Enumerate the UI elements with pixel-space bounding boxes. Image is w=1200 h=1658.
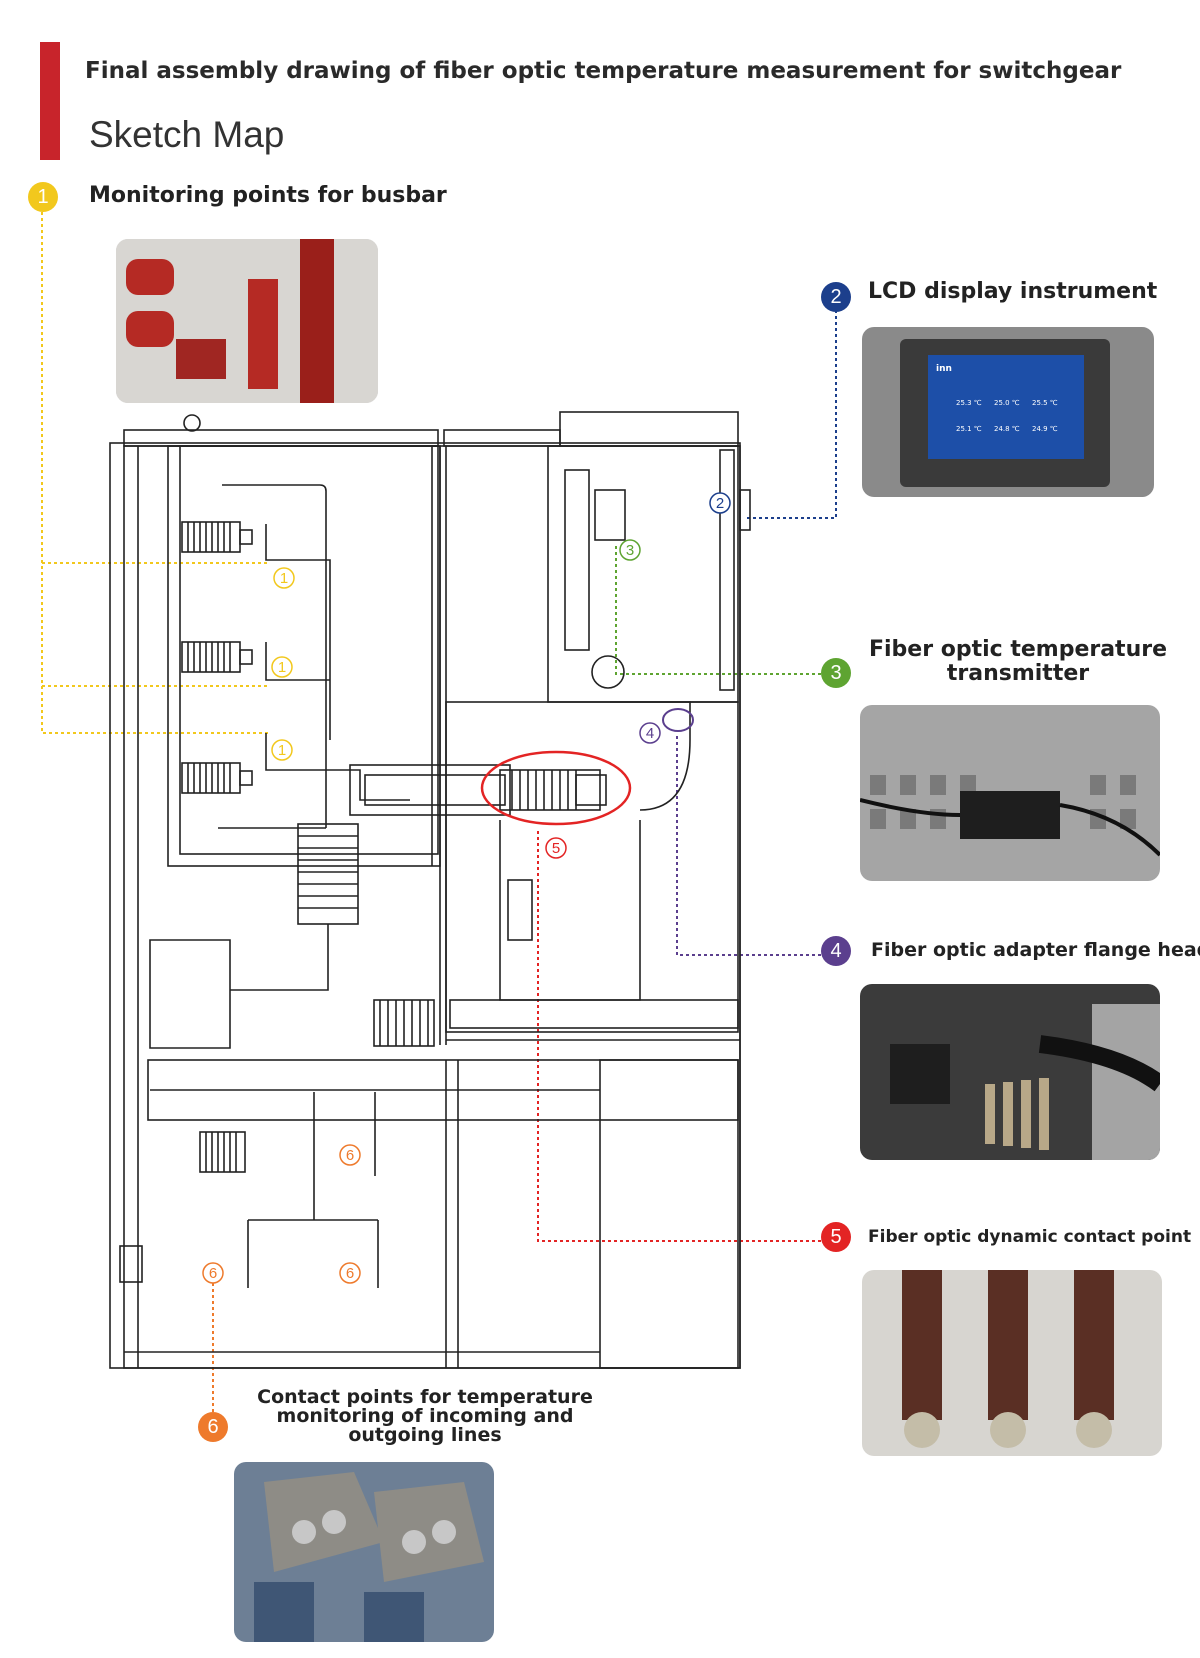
lcd-value-3: 25.5 ℃	[1032, 399, 1058, 407]
contact-arm	[349, 764, 607, 816]
busbar-phase-c	[265, 733, 410, 801]
vertical-bushing	[149, 823, 359, 1049]
cabinet-outline	[109, 442, 741, 1369]
diagram-marker-4-text: 4	[646, 725, 654, 742]
adapter-flange-highlight	[662, 708, 694, 732]
busbar-photo	[116, 239, 378, 403]
diagram-marker-6a-text: 6	[346, 1147, 354, 1164]
leader-line-adapter	[676, 736, 821, 956]
lcd-value-1: 25.3 ℃	[956, 399, 982, 407]
busbar-compartment	[167, 445, 441, 867]
diagram-marker-5-text: 5	[552, 840, 560, 857]
callout-label-lcd: LCD display instrument	[868, 279, 1158, 304]
lcd-brand: inn	[936, 364, 952, 374]
callout-badge-4: 4	[821, 936, 851, 966]
callout-label-adapter: Fiber optic adapter flange head	[871, 939, 1200, 961]
title-accent-bar	[40, 42, 60, 160]
lcd-value-4: 25.1 ℃	[956, 425, 982, 433]
diagram-marker-3	[619, 539, 641, 561]
transmitter-photo	[860, 705, 1160, 881]
callout-badge-1: 1	[28, 182, 58, 212]
diagram-marker-1b	[271, 656, 293, 678]
callout-badge-5: 5	[821, 1222, 851, 1252]
lifting-eye	[183, 414, 201, 432]
diagram-marker-1a	[273, 567, 295, 589]
diagram-marker-4	[639, 722, 661, 744]
leader-line-lcd	[746, 310, 837, 519]
diagram-marker-6c-text: 6	[346, 1265, 354, 1282]
busbar-phase-b	[265, 642, 330, 681]
diagram-marker-1a-text: 1	[280, 570, 288, 587]
diagram-marker-1b-text: 1	[278, 659, 286, 676]
callout-label-incoming-outgoing: Contact points for temperature monitorin…	[257, 1386, 593, 1446]
busbar-phase-a	[265, 524, 331, 740]
diagram-marker-5	[545, 837, 567, 859]
leader-line-transmitter	[615, 545, 821, 675]
instrument-compartment	[547, 445, 739, 703]
dynamic-contact-photo	[862, 1270, 1162, 1456]
diagram-marker-1c	[271, 739, 293, 761]
callout-badge-3: 3	[821, 658, 851, 688]
leader-line-dynamic-contact	[537, 828, 821, 1242]
callout-label-transmitter: Fiber optic temperature transmitter	[868, 637, 1168, 686]
page-title: Final assembly drawing of fiber optic te…	[85, 58, 1122, 84]
adapter-flange-photo	[860, 984, 1160, 1160]
busbar-insulators	[181, 521, 253, 794]
lcd-value-5: 24.8 ℃	[994, 425, 1020, 433]
callout-label-dynamic-contact: Fiber optic dynamic contact point	[868, 1227, 1192, 1247]
diagram-marker-2	[709, 492, 731, 514]
diagram-marker-6b	[202, 1262, 224, 1284]
diagram-marker-2-text: 2	[716, 495, 724, 512]
diagram-marker-6c	[339, 1262, 361, 1284]
diagram-marker-1c-text: 1	[278, 742, 286, 759]
callout-badge-6: 6	[198, 1412, 228, 1442]
dynamic-contact-highlight	[480, 750, 632, 826]
lcd-mount	[739, 489, 751, 531]
diagram-marker-6a	[339, 1144, 361, 1166]
callout-badge-2: 2	[821, 282, 851, 312]
diagram-marker-3-text: 3	[626, 542, 634, 559]
diagram-marker-6b-text: 6	[209, 1265, 217, 1282]
callout-label-busbar: Monitoring points for busbar	[89, 183, 447, 208]
page-subtitle: Sketch Map	[89, 114, 285, 155]
breaker-compartment	[445, 701, 739, 1033]
lcd-value-6: 24.9 ℃	[1032, 425, 1058, 433]
lcd-value-2: 25.0 ℃	[994, 399, 1020, 407]
incoming-outgoing-photo	[234, 1462, 494, 1642]
leader-line-busbar	[41, 212, 270, 734]
lcd-display-photo: inn 25.3 ℃ 25.0 ℃ 25.5 ℃ 25.1 ℃ 24.8 ℃ 2…	[862, 327, 1154, 497]
